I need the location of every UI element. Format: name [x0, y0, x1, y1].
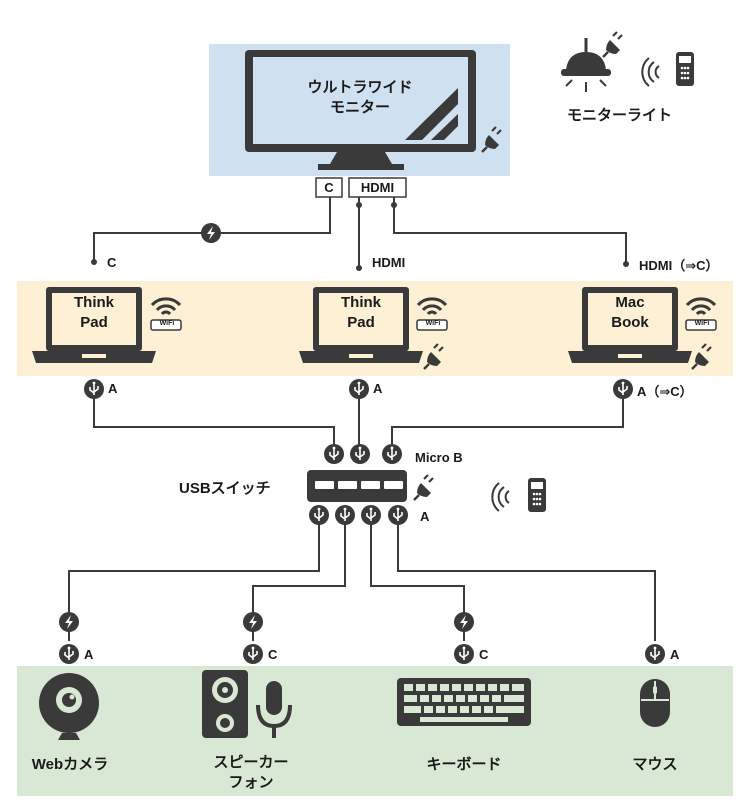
device-port-label: C — [268, 647, 278, 662]
laptop-usb-label: A — [373, 381, 383, 396]
device-port-label: A — [84, 647, 94, 662]
wiring — [68, 197, 656, 641]
switch-power-icon — [412, 473, 435, 502]
charging-icon — [201, 223, 221, 243]
light-signal-icon — [641, 57, 660, 87]
device-band — [17, 666, 733, 796]
usb-icon — [387, 504, 409, 526]
usb-icon — [58, 643, 80, 665]
webcam-icon — [39, 673, 99, 740]
light-power-icon — [601, 30, 624, 59]
switch-input-port-label: Micro B — [415, 450, 463, 465]
port-hdmi-box — [348, 177, 407, 198]
usb-switch-icon — [307, 470, 407, 502]
device-label-webcam: Webカメラ — [31, 756, 109, 773]
switch-signal-icon — [491, 482, 510, 512]
device-label-keyboard: キーボード — [426, 756, 502, 773]
connection-c-label: C — [107, 255, 117, 270]
device-port-label: C — [479, 647, 489, 662]
device-label-mouse: マウス — [632, 756, 678, 773]
mouse-icon — [640, 679, 670, 727]
monitor-port-c: C — [324, 180, 334, 195]
usb-icon — [644, 643, 666, 665]
keyboard-icon — [397, 678, 531, 726]
laptop2-power-icon — [422, 342, 445, 371]
usb-icon — [323, 443, 345, 465]
usb-icon — [453, 643, 475, 665]
charging-icon — [59, 612, 79, 632]
usb-icon — [349, 443, 371, 465]
light-remote-icon — [676, 52, 694, 86]
laptop3-power-icon — [690, 342, 713, 371]
monitor-light-label: モニターライト — [567, 107, 673, 124]
laptop-usb-label: A — [108, 381, 118, 396]
wifi-badge: WiFi — [159, 320, 175, 327]
wifi-badge: WiFi — [425, 320, 441, 327]
usb-icon — [360, 504, 382, 526]
charging-icon — [243, 612, 263, 632]
port-c-box — [315, 177, 343, 198]
connection-hdmi-to-c-label: HDMI（⇒C） — [639, 258, 719, 273]
monitor-power-icon — [480, 125, 503, 154]
speakerphone-icon — [202, 670, 292, 738]
monitor-title: ウルトラワイド モニター — [307, 79, 413, 116]
monitor-light-icon — [561, 38, 611, 92]
connection-hdmi-label: HDMI — [372, 255, 406, 270]
device-port-label: A — [670, 647, 680, 662]
device-label-speakerphone: スピーカーフォン — [213, 754, 289, 791]
monitor-port-hdmi: HDMI — [360, 180, 395, 195]
usb-icon — [242, 643, 264, 665]
usb-icon — [348, 378, 370, 400]
switch-output-port-label: A — [420, 509, 430, 524]
usb-switch-label: USBスイッチ — [179, 480, 271, 497]
usb-icon — [308, 504, 330, 526]
switch-remote-icon — [528, 478, 546, 512]
usb-icon — [334, 504, 356, 526]
wifi-badge: WiFi — [694, 320, 710, 327]
usb-icon — [381, 443, 403, 465]
usb-icon — [83, 378, 105, 400]
ultrawide-monitor-icon — [245, 50, 476, 170]
usb-icon — [612, 378, 634, 400]
laptop-usb-label: A（⇒C） — [637, 384, 693, 399]
charging-icon — [454, 612, 474, 632]
